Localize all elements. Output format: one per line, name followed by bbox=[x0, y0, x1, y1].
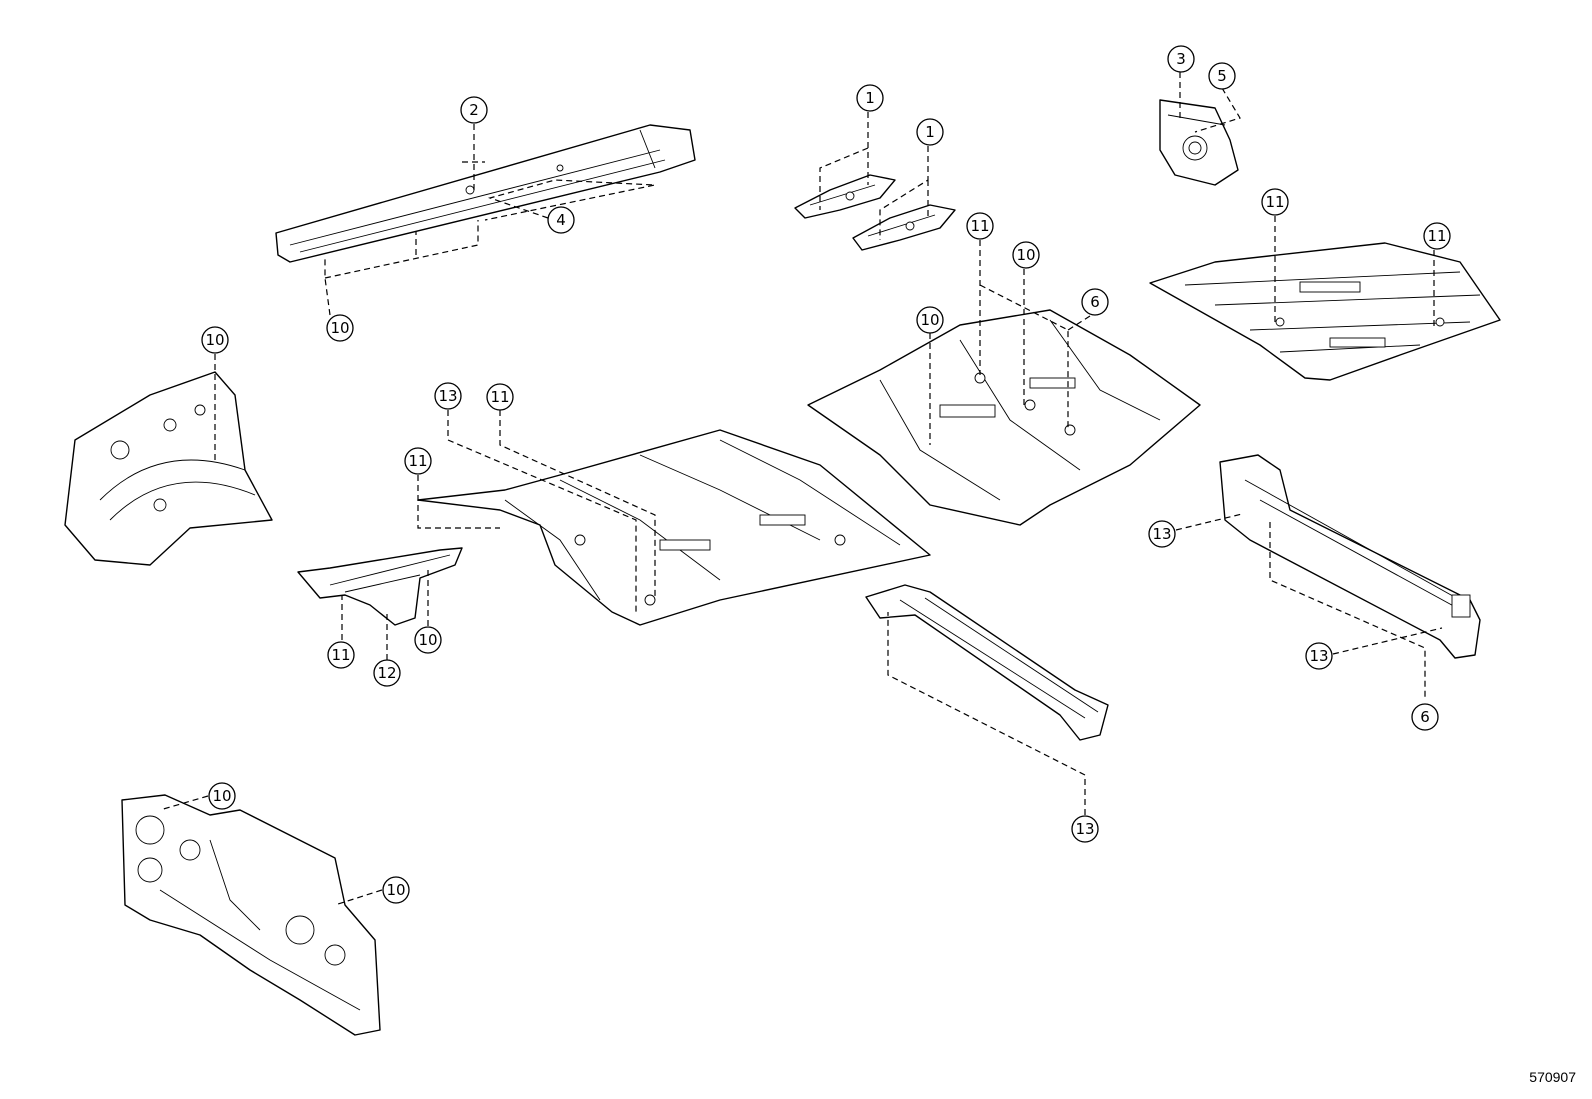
callout-13-center-crossmember: 13 bbox=[1071, 815, 1099, 843]
rear-side-member-part bbox=[1219, 454, 1481, 659]
svg-text:3: 3 bbox=[1176, 50, 1186, 68]
svg-text:13: 13 bbox=[1075, 820, 1094, 838]
svg-text:10: 10 bbox=[386, 881, 405, 899]
svg-text:11: 11 bbox=[490, 388, 509, 406]
callout-10-center-floor-lower: 10 bbox=[916, 306, 944, 334]
gusset-bracket-lower-part bbox=[852, 204, 956, 251]
svg-text:10: 10 bbox=[212, 787, 231, 805]
svg-text:6: 6 bbox=[1420, 708, 1430, 726]
svg-text:11: 11 bbox=[408, 452, 427, 470]
callout-10-rail: 10 bbox=[326, 314, 354, 342]
leader-lines bbox=[159, 72, 1443, 906]
front-apron-part bbox=[64, 371, 273, 566]
callout-11-rear-floor-right: 11 bbox=[1423, 222, 1451, 250]
small-reinforcement-part bbox=[1159, 99, 1239, 186]
callout-1-upper: 1 bbox=[856, 84, 884, 112]
callout-6-center-floor: 6 bbox=[1081, 288, 1109, 316]
svg-text:12: 12 bbox=[377, 664, 396, 682]
callout-10-apron: 10 bbox=[201, 326, 229, 354]
callout-6-rear-member: 6 bbox=[1411, 703, 1439, 731]
callout-10-dash-upper: 10 bbox=[208, 782, 236, 810]
figure-id: 570907 bbox=[1529, 1069, 1576, 1085]
svg-text:11: 11 bbox=[1427, 227, 1446, 245]
svg-text:11: 11 bbox=[1265, 193, 1284, 211]
callout-13-rear-member-lower: 13 bbox=[1305, 642, 1333, 670]
callout-11-center-floor: 11 bbox=[966, 212, 994, 240]
callout-12: 12 bbox=[373, 659, 401, 687]
callout-13-rear-member-upper: 13 bbox=[1148, 520, 1176, 548]
svg-text:10: 10 bbox=[205, 331, 224, 349]
floor-crossmember-part bbox=[297, 547, 463, 626]
callout-13-front-floor: 13 bbox=[434, 382, 462, 410]
svg-text:5: 5 bbox=[1217, 67, 1227, 85]
callout-11-front-floor-upper: 11 bbox=[486, 383, 514, 411]
callout-11-crossmember: 11 bbox=[327, 641, 355, 669]
svg-text:6: 6 bbox=[1090, 293, 1100, 311]
callout-10-crossmember: 10 bbox=[414, 626, 442, 654]
center-floor-pan-part bbox=[807, 309, 1201, 526]
front-floor-pan-part bbox=[417, 429, 931, 626]
callout-11-rear-floor-left: 11 bbox=[1261, 188, 1289, 216]
callout-2: 2 bbox=[460, 96, 488, 124]
svg-text:2: 2 bbox=[469, 101, 479, 119]
svg-text:4: 4 bbox=[556, 211, 566, 229]
side-sill-rail-part bbox=[275, 124, 696, 263]
svg-text:13: 13 bbox=[438, 387, 457, 405]
callout-5: 5 bbox=[1208, 62, 1236, 90]
svg-text:11: 11 bbox=[970, 217, 989, 235]
callout-11-front-floor-left: 11 bbox=[404, 447, 432, 475]
callout-10-center-floor-upper: 10 bbox=[1012, 241, 1040, 269]
callout-10-dash-lower: 10 bbox=[382, 876, 410, 904]
svg-text:10: 10 bbox=[920, 311, 939, 329]
center-crossmember-part bbox=[865, 584, 1109, 741]
svg-text:1: 1 bbox=[925, 123, 935, 141]
svg-text:1: 1 bbox=[865, 89, 875, 107]
callout-1-lower: 1 bbox=[916, 118, 944, 146]
svg-text:10: 10 bbox=[418, 631, 437, 649]
svg-text:10: 10 bbox=[1016, 246, 1035, 264]
svg-text:13: 13 bbox=[1309, 647, 1328, 665]
rear-floor-pan-part bbox=[1149, 242, 1501, 381]
dash-panel-part bbox=[121, 794, 381, 1036]
svg-text:11: 11 bbox=[331, 646, 350, 664]
callout-3: 3 bbox=[1167, 45, 1195, 73]
svg-text:13: 13 bbox=[1152, 525, 1171, 543]
callout-4: 4 bbox=[547, 206, 575, 234]
svg-text:10: 10 bbox=[330, 319, 349, 337]
